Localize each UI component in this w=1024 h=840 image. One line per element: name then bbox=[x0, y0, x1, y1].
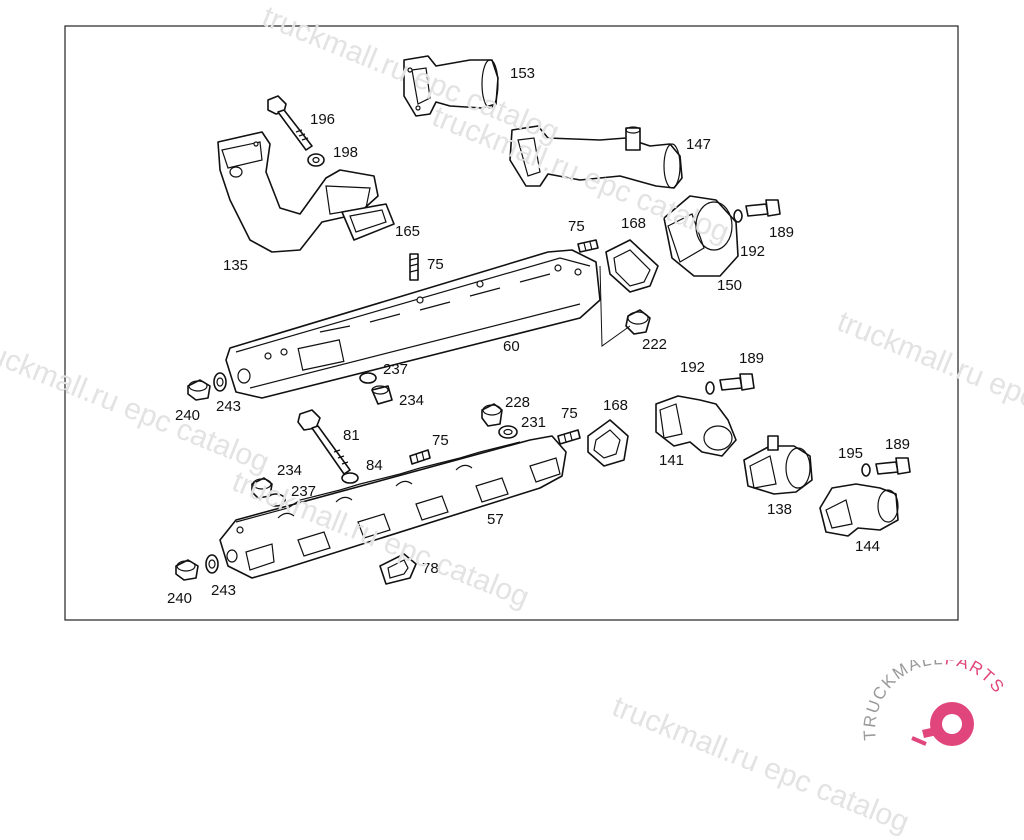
part-147-branch-pipe bbox=[509, 125, 683, 189]
callout-234-lower: 234 bbox=[277, 462, 303, 479]
part-165-gasket bbox=[341, 203, 395, 241]
callout-192-upper: 192 bbox=[740, 243, 766, 260]
callout-240-lower: 240 bbox=[167, 590, 193, 607]
part-168-gasket-lower bbox=[587, 419, 629, 467]
part-57-manifold-lower bbox=[219, 435, 567, 579]
callout-57: 57 bbox=[487, 511, 504, 528]
callout-231: 231 bbox=[521, 414, 547, 431]
logo-text-accent: PARTS bbox=[944, 660, 1009, 697]
part-237-washer-upper bbox=[359, 372, 377, 384]
part-75-stud-mid bbox=[557, 429, 581, 445]
callout-189-lower: 189 bbox=[885, 436, 911, 453]
part-81-bolt bbox=[297, 409, 351, 475]
callout-243-lower: 243 bbox=[211, 582, 237, 599]
part-237-washer-lower bbox=[266, 493, 286, 507]
callout-141: 141 bbox=[659, 452, 685, 469]
part-150-housing bbox=[663, 195, 739, 277]
callout-150: 150 bbox=[717, 277, 743, 294]
callout-75-upper: 75 bbox=[427, 256, 444, 273]
part-195-washer bbox=[861, 463, 871, 477]
part-75-stud-right bbox=[577, 239, 599, 253]
callout-198: 198 bbox=[333, 144, 359, 161]
part-228-plug bbox=[481, 403, 503, 427]
callout-153: 153 bbox=[510, 65, 536, 82]
part-222-plug bbox=[625, 309, 651, 335]
part-189-bolt-upper bbox=[745, 199, 781, 217]
callout-165: 165 bbox=[395, 223, 421, 240]
part-243-seal-upper bbox=[213, 372, 227, 392]
exploded-parts-drawing bbox=[64, 25, 959, 621]
callout-60: 60 bbox=[503, 338, 520, 355]
part-240-plug-upper bbox=[187, 379, 211, 401]
callout-196: 196 bbox=[310, 111, 336, 128]
part-234-plug-upper bbox=[371, 385, 393, 405]
callout-189-mid: 189 bbox=[739, 350, 765, 367]
callout-144: 144 bbox=[855, 538, 881, 555]
part-198-washer bbox=[307, 153, 325, 167]
callout-84: 84 bbox=[366, 457, 383, 474]
part-192-washer-mid bbox=[705, 381, 715, 395]
gear-icon bbox=[911, 702, 974, 746]
callout-240-upper: 240 bbox=[175, 407, 201, 424]
callout-75-lower: 75 bbox=[432, 432, 449, 449]
callout-135: 135 bbox=[223, 257, 249, 274]
diagram-frame bbox=[64, 25, 959, 621]
callout-75-mid: 75 bbox=[561, 405, 578, 422]
callout-228: 228 bbox=[505, 394, 531, 411]
part-243-seal-lower bbox=[205, 554, 219, 574]
part-189-bolt-mid bbox=[719, 373, 755, 391]
part-75-stud-lower bbox=[409, 449, 431, 465]
callout-147: 147 bbox=[686, 136, 712, 153]
callout-81: 81 bbox=[343, 427, 360, 444]
callout-168-lower: 168 bbox=[603, 397, 629, 414]
part-60-manifold-upper bbox=[225, 249, 601, 399]
part-153-elbow bbox=[403, 55, 499, 117]
callout-237-upper: 237 bbox=[383, 361, 409, 378]
part-141-elbow bbox=[655, 395, 737, 457]
callout-222: 222 bbox=[642, 336, 668, 353]
part-168-gasket-upper bbox=[605, 239, 659, 293]
part-234-plug-lower bbox=[251, 477, 273, 499]
callout-78: 78 bbox=[422, 560, 439, 577]
callout-192-mid: 192 bbox=[680, 359, 706, 376]
callout-243-upper: 243 bbox=[216, 398, 242, 415]
part-192-washer-upper bbox=[733, 209, 743, 223]
callout-237-lower: 237 bbox=[291, 483, 317, 500]
part-75-stud-upper bbox=[409, 253, 419, 281]
callout-75-right: 75 bbox=[568, 218, 585, 235]
part-196-bolt bbox=[267, 95, 313, 151]
callout-234-upper: 234 bbox=[399, 392, 425, 409]
truckmall-parts-logo: TRUCKMALLPARTS bbox=[860, 660, 1009, 746]
callout-168-upper: 168 bbox=[621, 215, 647, 232]
part-189-bolt-lower bbox=[875, 457, 911, 475]
callout-189-upper: 189 bbox=[769, 224, 795, 241]
callout-195: 195 bbox=[838, 445, 864, 462]
part-240-plug-lower bbox=[175, 559, 199, 581]
part-138-housing bbox=[743, 435, 813, 495]
part-144-housing bbox=[819, 483, 899, 537]
callout-138: 138 bbox=[767, 501, 793, 518]
part-84-washer bbox=[341, 472, 359, 484]
part-231-washer bbox=[498, 425, 518, 439]
part-78-gasket bbox=[379, 553, 417, 585]
